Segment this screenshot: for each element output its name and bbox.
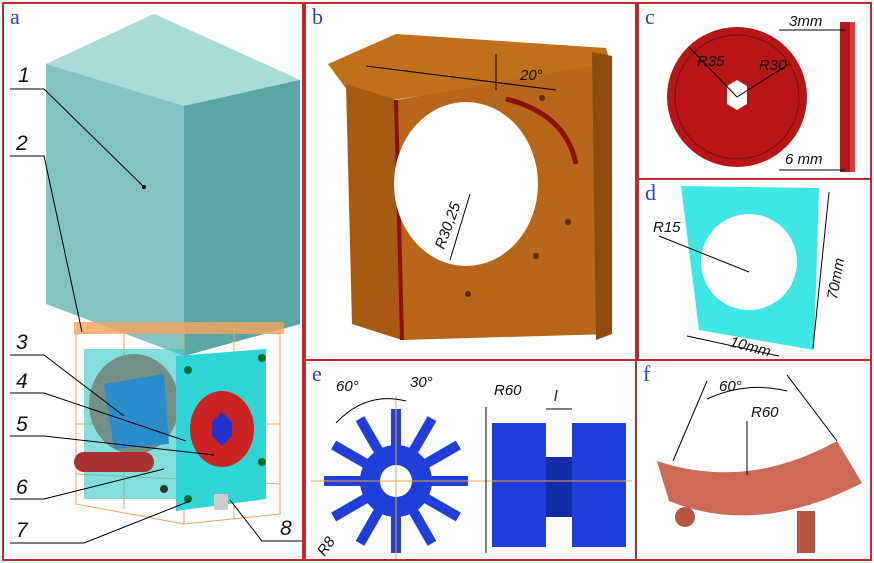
thickness-3mm: 3mm — [789, 13, 822, 30]
panel-b: b 20° R30,25 — [304, 2, 637, 361]
callout-5: 5 — [16, 413, 28, 436]
radius-r35: R35 — [697, 53, 725, 70]
callout-4: 4 — [16, 370, 28, 393]
callout-1: 1 — [18, 64, 30, 87]
radius-r15: R15 — [653, 219, 681, 236]
panel-d-label: d — [645, 180, 656, 205]
angle-30: 30° — [410, 374, 433, 391]
panel-a-label: a — [10, 4, 20, 29]
panel-f: f 60° R60 — [635, 359, 872, 561]
callout-2: 2 — [15, 132, 28, 155]
panel-e-label: e — [312, 361, 322, 386]
thickness-6mm: 6 mm — [785, 151, 823, 168]
callout-6: 6 — [16, 476, 28, 499]
panel-c-label: c — [645, 4, 655, 29]
length-l: l — [554, 388, 558, 405]
plate-drawing: R15 70mm 10mm — [653, 186, 848, 359]
panel-b-label: b — [312, 4, 323, 29]
panel-a: a — [2, 2, 304, 561]
disc-drawing: 3mm R35 R30 6 mm — [667, 13, 855, 172]
paddle-wheel-drawing: 60° 30° R8 R60 l — [311, 374, 632, 559]
flap-drawing: 60° R60 — [657, 374, 862, 553]
height-70mm: 70mm — [824, 257, 848, 301]
panel-e: e 60° 30° R8 R60 l — [304, 359, 637, 561]
callout-labels: 1 2 3 4 5 6 7 8 — [15, 64, 292, 542]
radius-r8: R8 — [314, 533, 339, 559]
panel-d: d R15 70mm 10mm — [637, 178, 872, 361]
assembly-drawing — [10, 14, 302, 544]
radius-r60: R60 — [751, 404, 779, 421]
callout-3: 3 — [16, 331, 28, 354]
callout-8: 8 — [280, 517, 292, 540]
angle-20: 20° — [519, 67, 543, 84]
angle-60: 60° — [336, 378, 359, 395]
bracket-drawing: 20° R30,25 — [328, 34, 612, 341]
angle-60: 60° — [719, 378, 742, 395]
panel-c: c 3mm R35 R30 6 mm — [637, 2, 872, 180]
radius-r60: R60 — [494, 382, 522, 399]
panel-f-label: f — [643, 361, 651, 386]
radius-r30: R30 — [759, 57, 787, 74]
callout-7: 7 — [16, 519, 29, 542]
